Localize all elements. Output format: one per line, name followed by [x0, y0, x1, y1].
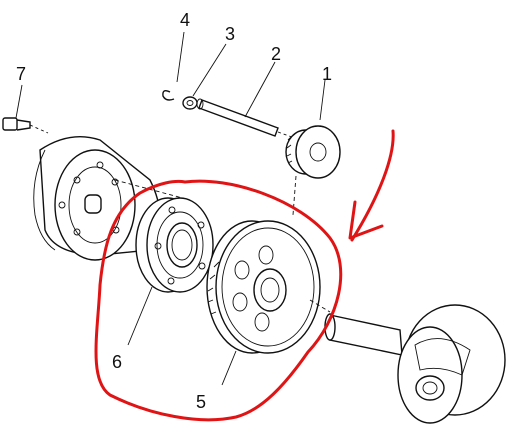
- callout-2: 2: [271, 44, 281, 64]
- part-2-shaft: [196, 61, 301, 141]
- part-5-gear-disc: [206, 220, 331, 386]
- callout-6: 6: [112, 352, 122, 372]
- callout-5: 5: [196, 392, 206, 412]
- part-4-circlip: [162, 31, 185, 101]
- red-highlight-annotation: [94, 129, 395, 422]
- part-7-bolt: [2, 84, 49, 134]
- part-1-gear: [285, 79, 341, 216]
- rotor-housing: [33, 135, 191, 261]
- callout-7: 7: [16, 64, 26, 84]
- crankshaft: [324, 304, 506, 424]
- callout-4: 4: [180, 10, 190, 30]
- callout-1: 1: [322, 64, 332, 84]
- callout-3: 3: [225, 24, 235, 44]
- part-6-bearing: [127, 197, 214, 346]
- part-3-washer: [182, 43, 227, 110]
